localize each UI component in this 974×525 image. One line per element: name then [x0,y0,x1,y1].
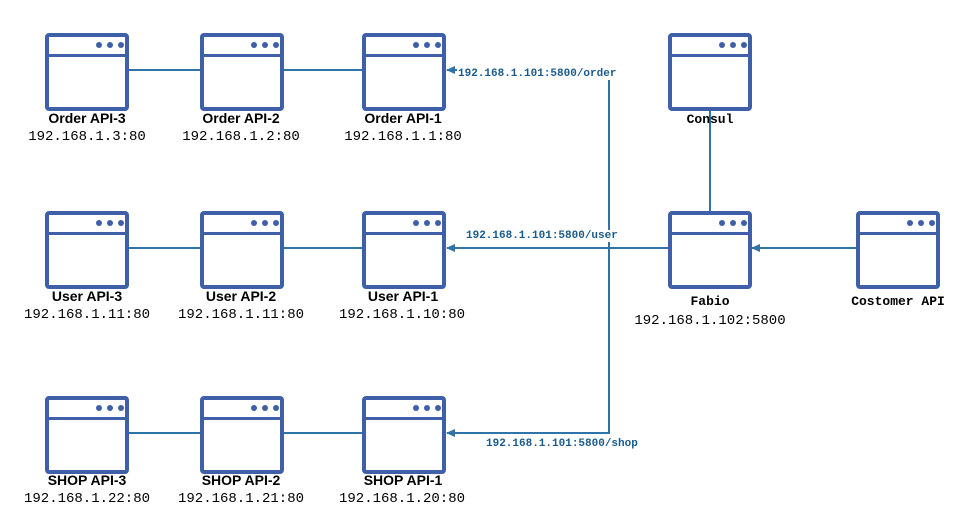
order-api-2-name: Order API-2 [202,110,280,126]
shop-api-1-name: SHOP API-1 [363,472,443,488]
route-label-user: 192.168.1.101:5800/user [465,230,619,242]
shop-api-2-address: 192.168.1.21:80 [177,491,305,507]
user-api-1-name: User API-1 [367,288,439,304]
user-api-2-address: 192.168.1.11:80 [177,307,305,323]
order-api-3-address: 192.168.1.3:80 [28,129,146,145]
consul-icon [668,33,752,111]
shop-api-2-name: SHOP API-2 [201,472,281,488]
order-api-3-icon [45,33,129,111]
user-api-3-icon [45,211,129,289]
customer-api-name: Costomer API [851,294,945,309]
customer-api-icon [856,211,940,289]
fabio-name: Fabio [690,294,730,309]
route-label-order: 192.168.1.101:5800/order [457,68,618,80]
user-api-3-name: User API-3 [51,288,123,304]
shop-api-3-address: 192.168.1.22:80 [23,491,151,507]
order-api-3-name: Order API-3 [48,110,126,126]
fabio-address: 192.168.1.102:5800 [634,313,786,329]
order-api-2-address: 192.168.1.2:80 [182,129,300,145]
shop-api-3-name: SHOP API-3 [47,472,127,488]
route-label-shop: 192.168.1.101:5800/shop [485,438,639,450]
user-api-2-name: User API-2 [205,288,277,304]
shop-api-2-icon [200,396,284,474]
shop-api-1-address: 192.168.1.20:80 [338,491,466,507]
shop-api-1-icon [362,396,446,474]
link-fabio-shop [446,248,610,437]
consul-name: Consul [686,112,734,127]
fabio-icon [668,211,752,289]
shop-api-3-icon [45,396,129,474]
order-api-1-icon [362,33,446,111]
user-api-3-address: 192.168.1.11:80 [23,307,151,323]
user-api-1-icon [362,211,446,289]
order-api-1-name: Order API-1 [364,110,442,126]
order-api-2-icon [200,33,284,111]
order-api-1-address: 192.168.1.1:80 [344,129,462,145]
link-fabio-order [446,66,610,248]
user-api-1-address: 192.168.1.10:80 [338,307,466,323]
user-api-2-icon [200,211,284,289]
